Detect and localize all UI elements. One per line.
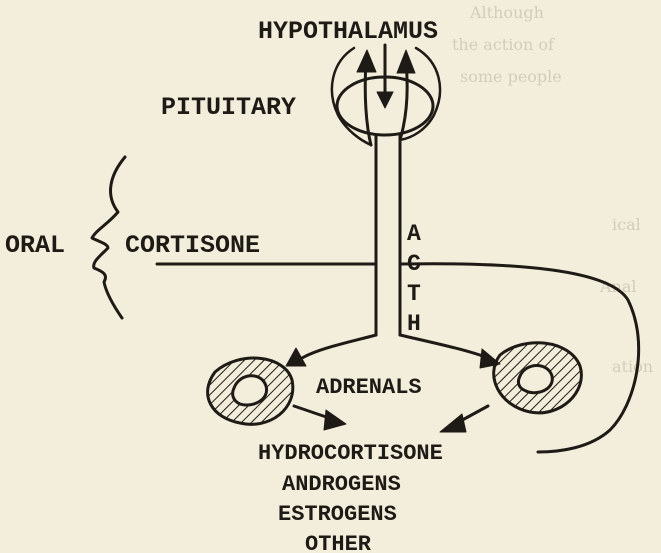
feedback-arrow-right <box>400 62 407 140</box>
left-adrenal-gland <box>208 358 293 424</box>
feedback-arrowhead-left <box>357 50 376 72</box>
svg-text:Although: Although <box>469 3 544 22</box>
svg-text:ation: ation <box>612 357 653 376</box>
output-estrogens: ESTROGENS <box>278 502 397 527</box>
output-hydrocortisone: HYDROCORTISONE <box>258 441 443 466</box>
acth-letter-h: H <box>407 311 421 337</box>
right-adrenal-branch <box>400 335 488 358</box>
svg-text:ical: ical <box>612 215 641 234</box>
adrenals-label: ADRENALS <box>316 375 422 400</box>
right-output-arrowhead <box>440 414 466 432</box>
hypothalamus-arrowhead <box>377 92 393 108</box>
acth-letter-a: A <box>407 221 421 247</box>
output-androgens: ANDROGENS <box>282 472 401 497</box>
mouth-profile <box>92 157 125 318</box>
bleed-through-text: Although the action of some people ical … <box>452 3 653 376</box>
output-other: OTHER <box>305 532 372 553</box>
svg-text:the action of: the action of <box>452 35 555 54</box>
hypothalamus-label: HYPOTHALAMUS <box>258 17 438 46</box>
svg-text:Anal: Anal <box>599 277 637 296</box>
left-output-arrowhead <box>324 410 346 430</box>
cortisone-label: CORTISONE <box>125 231 260 260</box>
pituitary-label: PITUITARY <box>161 93 296 122</box>
svg-text:some people: some people <box>460 67 562 86</box>
left-adrenal-branch <box>302 335 376 358</box>
oral-label: ORAL <box>5 231 65 260</box>
right-adrenal-gland <box>494 343 582 413</box>
acth-letter-t: T <box>407 281 421 307</box>
feedback-arrowhead-right <box>397 50 415 73</box>
